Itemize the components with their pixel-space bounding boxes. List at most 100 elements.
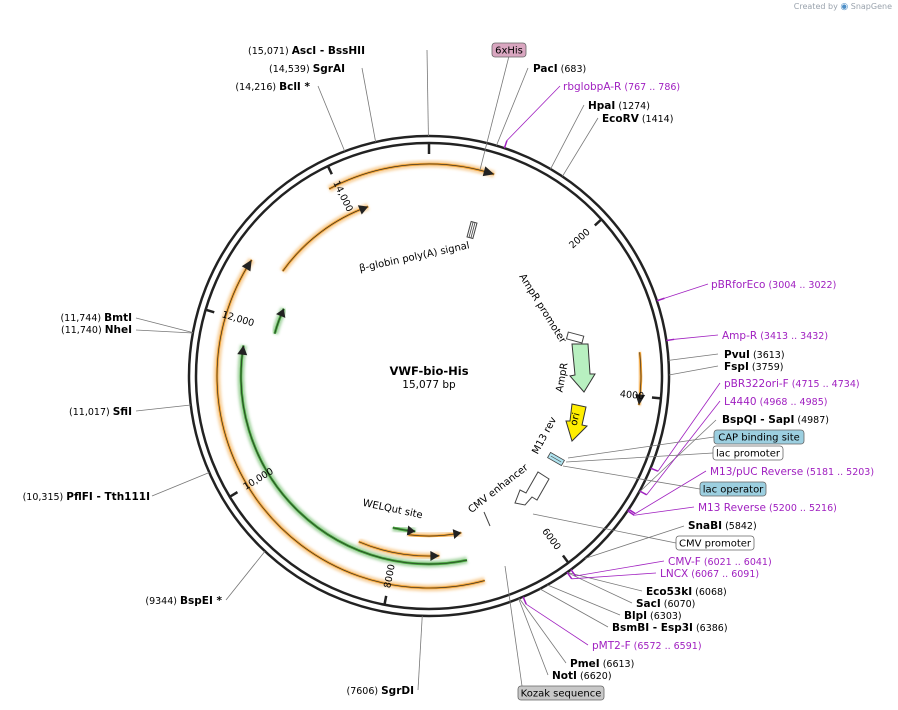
feature-box[interactable]: CAP binding site xyxy=(567,429,805,459)
primer-position: (4968 .. 4985) xyxy=(757,397,828,408)
ampr-promoter-label: AmpR promoter xyxy=(516,272,568,346)
orange-arc-right xyxy=(635,351,646,406)
restriction-site[interactable]: PvuI (3613) xyxy=(668,349,785,361)
feature-box-bg xyxy=(675,535,755,551)
site-position: (14,216) xyxy=(235,82,279,93)
restriction-site[interactable]: (11,017) SfiI xyxy=(69,404,191,418)
primer[interactable]: rbglobpA-R (767 .. 786) xyxy=(503,81,680,149)
primer[interactable]: pMT2-F (6572 .. 6591) xyxy=(522,596,702,652)
primer-label: pBR322ori-F (4715 .. 4734) xyxy=(724,378,860,390)
primer[interactable]: M13/pUC Reverse (5181 .. 5203) xyxy=(628,466,874,515)
feature-box[interactable]: lac promoter xyxy=(565,445,784,463)
restriction-site[interactable]: SacI (6070) xyxy=(566,572,696,610)
primer-name: pBR322ori-F xyxy=(724,378,789,390)
restriction-site[interactable]: (9344) BspEI * xyxy=(145,550,266,607)
restriction-site[interactable]: (11,744) BmtI xyxy=(60,312,194,333)
restriction-site[interactable]: PacI (683) xyxy=(496,63,586,146)
site-label: SacI (6070) xyxy=(636,598,695,610)
restriction-site[interactable]: (7606) SgrDI xyxy=(347,615,423,697)
restriction-site[interactable]: HpaI (1274) xyxy=(550,100,650,170)
restriction-site[interactable]: SnaBI (5842) xyxy=(584,520,757,559)
restriction-site[interactable]: FspI (3759) xyxy=(668,361,783,376)
primer-leader-line xyxy=(506,85,561,141)
feature-box-bg xyxy=(517,685,605,701)
ampr-promoter-marker xyxy=(565,331,585,344)
site-name: Eco53kI xyxy=(646,586,692,598)
primer-name: pMT2-F xyxy=(592,640,631,652)
site-name: BmtI xyxy=(104,312,132,324)
site-label: (11,744) BmtI xyxy=(60,312,132,324)
restriction-site[interactable]: PmeI (6613) xyxy=(518,598,635,670)
primer[interactable]: Amp-R (3413 .. 3432) xyxy=(666,330,828,342)
restriction-site[interactable]: (11,740) NheI xyxy=(61,324,193,336)
restriction-site[interactable]: (14,216) BclI * xyxy=(235,81,346,152)
site-position: (4987) xyxy=(794,415,829,426)
site-label: (10,315) PflFI - Tth111I xyxy=(23,491,150,503)
tick-mark xyxy=(651,396,662,400)
site-leader-line xyxy=(225,550,266,601)
primer-label: rbglobpA-R (767 .. 786) xyxy=(563,81,680,93)
restriction-site[interactable]: BsmBI - Esp3I (6386) xyxy=(539,588,728,634)
site-leader-line xyxy=(668,353,719,361)
orange-arc-left xyxy=(213,257,486,592)
site-name: FspI xyxy=(724,361,749,373)
primer-leader-line xyxy=(635,470,707,514)
primer-marker xyxy=(656,297,665,302)
site-name: SacI xyxy=(636,598,661,610)
site-position: (10,315) xyxy=(23,492,67,503)
restriction-site[interactable]: (10,315) PflFI - Tth111I xyxy=(23,472,210,503)
primer[interactable]: pBR322ori-F (4715 .. 4734) xyxy=(650,378,860,472)
site-position: (6613) xyxy=(600,659,635,670)
primer-marker xyxy=(566,571,573,580)
tick-label: 14,000 xyxy=(330,179,354,214)
welqut-site-marker xyxy=(483,511,491,527)
restriction-site[interactable]: (15,071) AscI - BssHII xyxy=(248,45,429,137)
primer-leader-line xyxy=(575,560,665,577)
feature-leader-line xyxy=(479,55,510,171)
ampr-arrow xyxy=(569,343,596,393)
site-label: (9344) BspEI * xyxy=(145,595,222,607)
site-label: BlpI (6303) xyxy=(624,610,682,622)
site-label: (7606) SgrDI xyxy=(347,685,415,697)
feature-box[interactable]: CMV promoter xyxy=(532,513,755,551)
primer[interactable]: M13 Reverse (5200 .. 5216) xyxy=(627,502,837,516)
primer[interactable]: pBRforEco (3004 .. 3022) xyxy=(656,279,836,302)
tick-mark xyxy=(326,165,333,175)
site-position: (1414) xyxy=(639,114,674,125)
site-leader-line xyxy=(135,329,193,334)
tick-mark xyxy=(229,491,239,498)
site-label: SnaBI (5842) xyxy=(688,520,757,532)
site-leader-line xyxy=(584,525,685,559)
site-position: (683) xyxy=(558,64,587,75)
site-name: BlpI xyxy=(624,610,647,622)
restriction-site[interactable]: (14,539) SgrAI xyxy=(269,63,377,143)
site-extra: - BssHII xyxy=(316,45,365,57)
green-arc-upper xyxy=(271,307,288,335)
site-position: (5842) xyxy=(722,521,757,532)
primer-name: M13 Reverse xyxy=(698,502,766,514)
primer-name: L4440 xyxy=(724,396,757,408)
m13-rev-marker xyxy=(547,451,565,467)
feature-box[interactable]: Kozak sequence xyxy=(504,565,605,701)
primer[interactable]: L4440 (4968 .. 4985) xyxy=(639,396,828,496)
primer-name: Amp-R xyxy=(722,330,757,342)
orange-arc-bottom-mid xyxy=(407,529,463,540)
site-leader-line xyxy=(426,49,429,137)
primer-leader-line xyxy=(571,572,657,580)
feature-box[interactable]: lac operator xyxy=(562,465,767,497)
restriction-site[interactable]: EcoRV (1414) xyxy=(562,113,674,177)
feature-box[interactable]: 6xHis xyxy=(479,42,527,171)
primer[interactable]: LNCX (6067 .. 6091) xyxy=(566,568,759,580)
site-leader-line xyxy=(496,67,529,146)
site-label: Eco53kI (6068) xyxy=(646,586,727,598)
site-position: (6070) xyxy=(661,599,696,610)
primer-position: (6021 .. 6041) xyxy=(701,557,772,568)
cmv-enhancer-label: CMV enhancer xyxy=(466,462,531,516)
primer[interactable]: CMV-F (6021 .. 6041) xyxy=(570,556,772,577)
primer-label: Amp-R (3413 .. 3432) xyxy=(722,330,828,342)
restriction-site[interactable]: BlpI (6303) xyxy=(547,584,682,622)
primer-marker xyxy=(639,490,648,496)
primer-label: LNCX (6067 .. 6091) xyxy=(660,568,759,580)
restriction-site[interactable]: NotI (6620) xyxy=(518,598,612,682)
